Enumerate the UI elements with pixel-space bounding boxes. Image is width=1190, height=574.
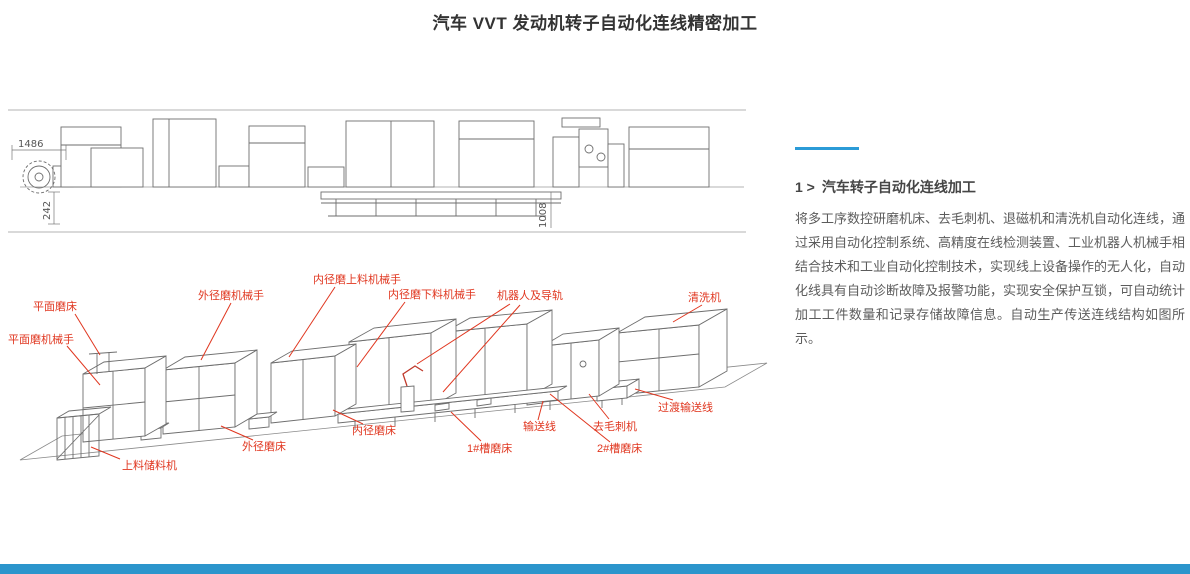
- footer-bar: [0, 564, 1190, 574]
- elevation-drawing: 1486 242 1008: [8, 109, 746, 233]
- dimension-lines: [11, 145, 552, 228]
- machine-outlines: [22, 117, 710, 217]
- isometric-drawing: 平面磨床 平面磨机械手 外径磨机械手 内径磨上料机械手 内径磨下料机械手 机器人…: [8, 272, 768, 472]
- description-panel: 1 > 汽车转子自动化连线加工 将多工序数控研磨机床、去毛刺机、退磁机和清洗机自动…: [795, 147, 1185, 351]
- dim-242: 242: [42, 201, 53, 220]
- machine-label: 清洗机: [688, 290, 721, 304]
- machine-label: 外径磨床: [242, 439, 286, 453]
- machine-label: 过渡输送线: [658, 400, 713, 414]
- machine-label: 内径磨床: [352, 423, 396, 437]
- section-index: 1 >: [795, 179, 815, 195]
- section-heading: 1 > 汽车转子自动化连线加工: [795, 177, 1185, 197]
- machine-label: 上料储料机: [122, 458, 177, 472]
- machine-label: 内径磨下料机械手: [388, 287, 476, 301]
- leader-lines: [66, 286, 703, 460]
- machine-label: 2#槽磨床: [597, 441, 642, 455]
- machine-label: 平面磨床: [33, 299, 77, 313]
- machine-label: 去毛刺机: [593, 419, 637, 433]
- machine-label: 平面磨机械手: [8, 332, 74, 346]
- machine-label: 外径磨机械手: [198, 288, 264, 302]
- machine-label: 输送线: [523, 419, 556, 433]
- machine-label: 内径磨上料机械手: [313, 272, 401, 286]
- section-heading-text: 汽车转子自动化连线加工: [821, 179, 976, 195]
- machine-labels: 平面磨床 平面磨机械手 外径磨机械手 内径磨上料机械手 内径磨下料机械手 机器人…: [8, 272, 721, 472]
- dim-1486: 1486: [18, 139, 43, 150]
- floor-platform: [19, 362, 768, 461]
- machine-label: 1#槽磨床: [467, 441, 512, 455]
- dim-1008: 1008: [538, 203, 549, 228]
- machine-boxes: [56, 308, 728, 461]
- page-title: 汽车 VVT 发动机转子自动化连线精密加工: [432, 14, 758, 33]
- accent-line: [795, 147, 859, 150]
- robot-arm: [402, 365, 424, 387]
- machine-label: 机器人及导轨: [497, 288, 563, 302]
- section-body: 将多工序数控研磨机床、去毛刺机、退磁机和清洗机自动化连线，通过采用自动化控制系统…: [795, 211, 1186, 346]
